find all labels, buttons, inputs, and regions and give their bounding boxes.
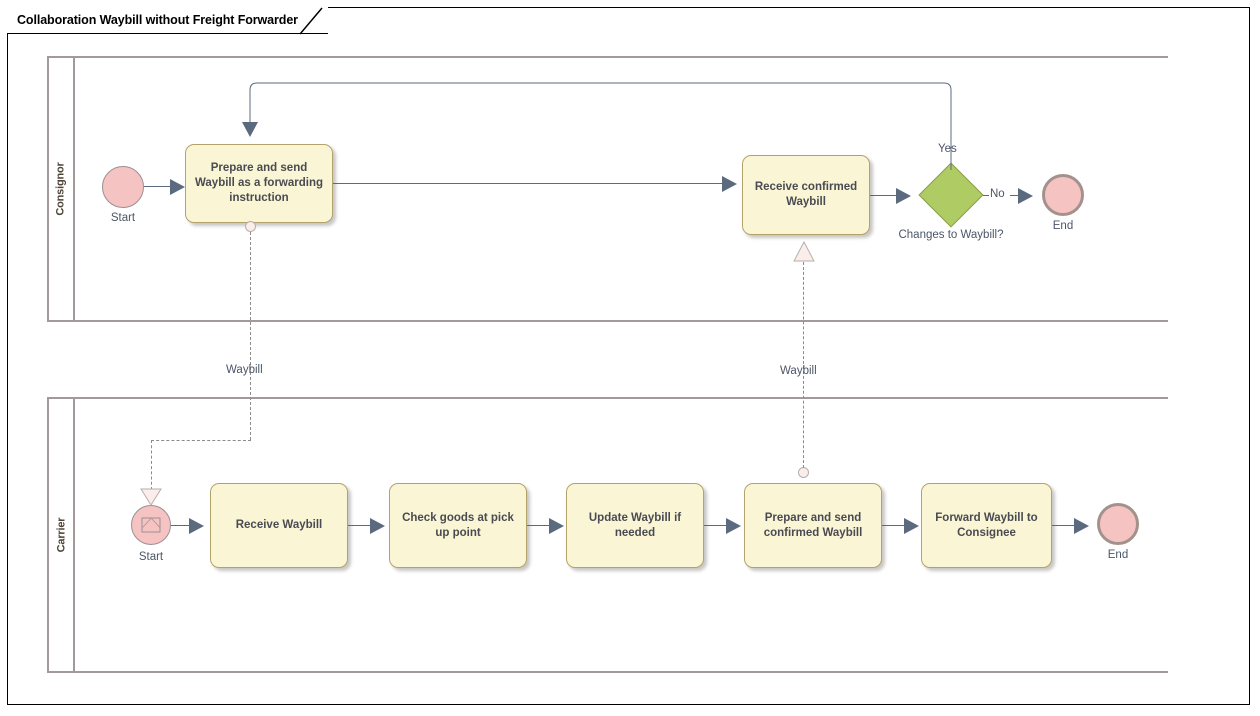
message-flow-1-seg-v1 [250, 232, 251, 440]
consignor-end-event-label: End [1052, 220, 1074, 232]
carrier-end-event[interactable] [1097, 503, 1139, 545]
message-flow-1-seg-h [151, 440, 251, 441]
task-forward-waybill-label: Forward Waybill to Consignee [935, 511, 1038, 539]
task-prepare-confirmed-waybill-label: Prepare and send confirmed Waybill [763, 511, 863, 539]
flow-update-to-prepare-arrow [726, 518, 741, 534]
lane-header-carrier: Carrier [49, 399, 75, 671]
message-throw-marker-prepare [245, 221, 256, 232]
message-flow-2-label: Waybill [780, 365, 817, 377]
diagram-frame [7, 7, 1250, 705]
message-flow-2-seg-v [803, 262, 804, 468]
title-tab-slash [300, 7, 323, 35]
task-update-waybill[interactable]: Update Waybill if needed [566, 483, 704, 568]
message-flow-1-label: Waybill [226, 364, 263, 376]
message-flow-2-arrowhead [793, 240, 815, 262]
flow-prepare-to-receive-line [333, 183, 722, 184]
task-check-goods-label: Check goods at pick up point [402, 511, 514, 539]
flow-gateway-no-line-a [983, 195, 989, 196]
flow-forward-to-end-line [1052, 525, 1074, 526]
message-throw-marker-confirmed [798, 467, 809, 478]
task-receive-confirmed-waybill-label: Receive confirmed Waybill [754, 181, 858, 208]
flow-carrier-start-to-receive-arrow [189, 518, 204, 534]
flow-forward-to-end-arrow [1074, 518, 1089, 534]
flow-receive-to-check-arrow [370, 518, 385, 534]
message-flow-1-arrowhead [140, 488, 162, 506]
flow-receive-to-check-line [348, 525, 370, 526]
lane-label-carrier: Carrier [55, 517, 67, 553]
flow-check-to-update-line [527, 525, 549, 526]
flow-carrier-start-to-receive-line [171, 525, 189, 526]
flow-start-to-prepare-arrow [170, 179, 185, 195]
consignor-start-event-label: Start [110, 212, 136, 224]
task-prepare-and-send-waybill[interactable]: Prepare and send Waybill as a forwarding… [185, 144, 333, 223]
flow-start-to-prepare-line [144, 186, 170, 187]
carrier-start-event-label: Start [138, 551, 164, 563]
task-check-goods[interactable]: Check goods at pick up point [389, 483, 527, 568]
lane-header-consignor: Consignor [49, 58, 75, 320]
task-update-waybill-label: Update Waybill if needed [588, 511, 682, 539]
flow-update-to-prepare-line [704, 525, 726, 526]
flow-gateway-no-line-b [1010, 195, 1018, 196]
task-prepare-confirmed-waybill[interactable]: Prepare and send confirmed Waybill [744, 483, 882, 568]
carrier-start-event[interactable] [131, 505, 171, 545]
flow-label-yes: Yes [938, 143, 957, 155]
flow-gateway-no-arrow [1018, 188, 1033, 204]
task-receive-confirmed-waybill[interactable]: Receive confirmed Waybill [742, 155, 870, 235]
flow-loop-back-arrow [242, 122, 258, 137]
message-flow-1-seg-v2 [151, 440, 152, 490]
task-receive-waybill-label: Receive Waybill [235, 519, 323, 532]
consignor-end-event[interactable] [1042, 174, 1084, 216]
lane-label-consignor: Consignor [55, 162, 68, 216]
flow-prepare-to-forward-arrow [904, 518, 919, 534]
envelope-icon [141, 517, 161, 533]
flow-label-no: No [990, 188, 1005, 200]
flow-prepare-to-receive-arrow [722, 176, 737, 192]
task-prepare-and-send-waybill-label: Prepare and send Waybill as a forwarding… [194, 162, 324, 204]
carrier-end-event-label: End [1107, 549, 1129, 561]
flow-receive-to-gateway-arrow [896, 188, 911, 204]
gateway-changes-to-waybill-label: Changes to Waybill? [898, 229, 1004, 241]
flow-check-to-update-arrow [549, 518, 564, 534]
page-title: Collaboration Waybill without Freight Fo… [17, 13, 298, 27]
task-receive-waybill[interactable]: Receive Waybill [210, 483, 348, 568]
flow-receive-to-gateway-line [870, 195, 896, 196]
flow-prepare-to-forward-line [882, 525, 904, 526]
diagram-title-tab: Collaboration Waybill without Freight Fo… [7, 7, 328, 34]
task-forward-waybill[interactable]: Forward Waybill to Consignee [921, 483, 1052, 568]
consignor-start-event[interactable] [102, 166, 144, 208]
